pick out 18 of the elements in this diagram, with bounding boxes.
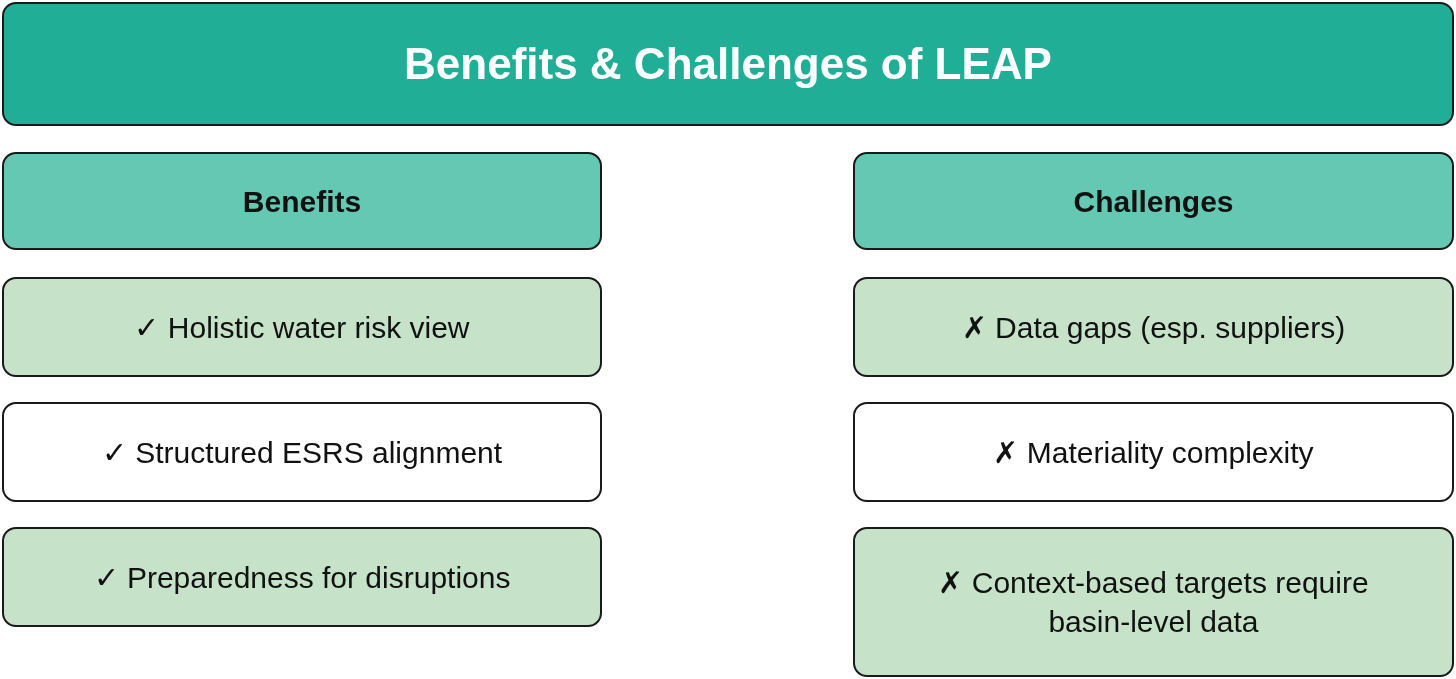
- item-text: ✗ Context-based targets require basin-level data: [937, 565, 1370, 640]
- item-text: ✗ Materiality complexity: [992, 434, 1315, 471]
- header-text: Challenges: [1072, 183, 1235, 220]
- benefit-box: [2, 277, 602, 377]
- column-header: [2, 152, 602, 250]
- title-text: Benefits & Challenges of LEAP: [403, 38, 1053, 91]
- item-text: ✓ Preparedness for disruptions: [92, 559, 512, 596]
- title-banner: [2, 2, 1454, 126]
- column-header: [853, 152, 1454, 250]
- challenge-box: [853, 402, 1454, 502]
- header-text: Benefits: [241, 183, 363, 220]
- challenge-box: [853, 277, 1454, 377]
- benefit-box: [2, 402, 602, 502]
- item-text: ✓ Structured ESRS alignment: [100, 434, 504, 471]
- item-text: ✓ Holistic water risk view: [133, 309, 471, 346]
- item-text: ✗ Data gaps (esp. suppliers): [960, 309, 1347, 346]
- challenge-box: [853, 527, 1454, 677]
- benefit-box: [2, 527, 602, 627]
